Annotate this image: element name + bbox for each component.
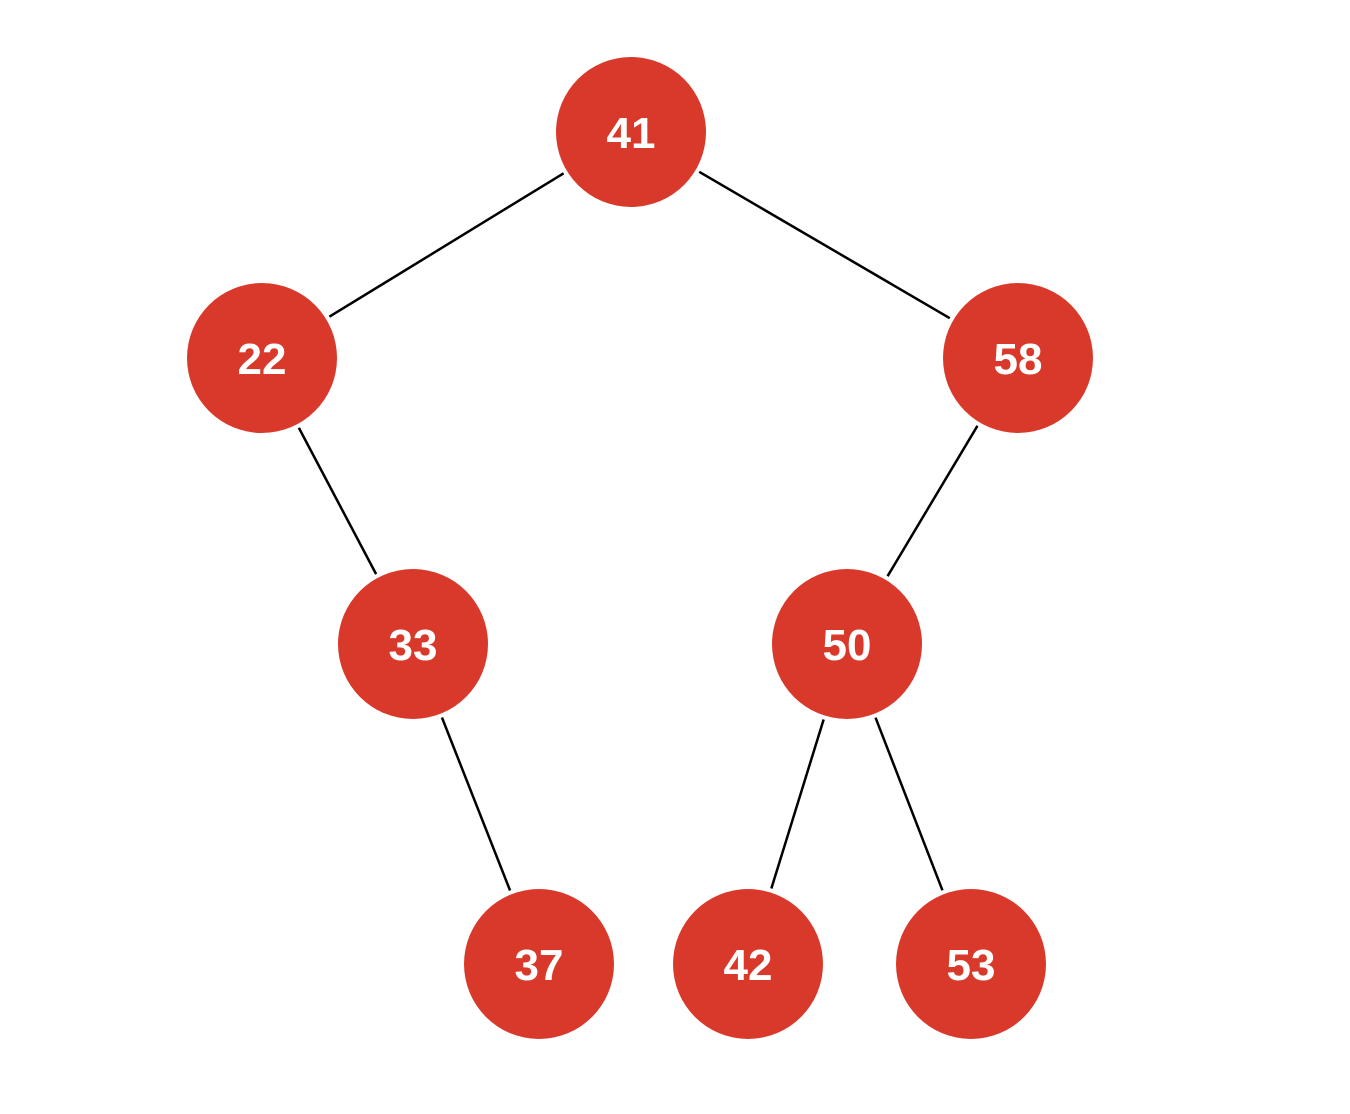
edge-50-53 — [874, 717, 944, 891]
tree-node-41: 41 — [556, 57, 706, 207]
node-label: 22 — [238, 335, 287, 384]
node-label: 37 — [515, 941, 564, 990]
tree-node-42: 42 — [673, 889, 823, 1039]
edge-50-42 — [770, 719, 825, 889]
node-circle — [556, 57, 706, 207]
node-circle — [338, 569, 488, 719]
edge-41-22 — [328, 172, 565, 318]
tree-node-53: 53 — [896, 889, 1046, 1039]
tree-node-37: 37 — [464, 889, 614, 1039]
tree-node-22: 22 — [187, 283, 337, 433]
node-circle — [943, 283, 1093, 433]
node-label: 33 — [389, 621, 438, 670]
node-circle — [896, 889, 1046, 1039]
node-label: 58 — [994, 335, 1043, 384]
tree-node-33: 33 — [338, 569, 488, 719]
edge-22-33 — [297, 427, 378, 575]
node-circle — [772, 569, 922, 719]
edge-33-37 — [440, 717, 512, 891]
node-circle — [187, 283, 337, 433]
edge-58-50 — [886, 425, 979, 577]
node-circle — [673, 889, 823, 1039]
nodes-layer: 41 22 58 33 50 37 42 53 — [187, 57, 1093, 1039]
node-label: 50 — [823, 621, 872, 670]
tree-node-58: 58 — [943, 283, 1093, 433]
node-label: 42 — [724, 941, 773, 990]
edges-layer — [297, 170, 979, 891]
node-label: 41 — [607, 109, 656, 158]
edge-41-58 — [698, 170, 951, 320]
node-label: 53 — [947, 941, 996, 990]
tree-node-50: 50 — [772, 569, 922, 719]
node-circle — [464, 889, 614, 1039]
